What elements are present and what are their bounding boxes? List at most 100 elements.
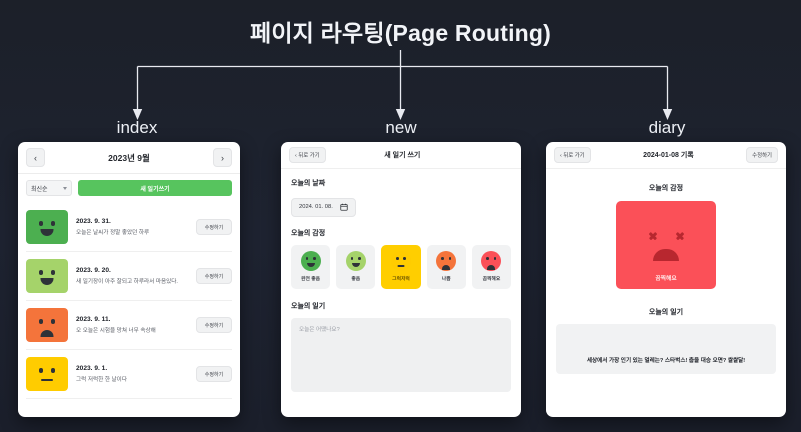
emotion-thumbnail xyxy=(26,259,68,293)
panel-label-diary: diary xyxy=(648,118,686,137)
diary-item-date: 2023. 9. 1. xyxy=(76,365,108,372)
diary-list-item[interactable]: 2023. 9. 11. 오 오늘은 시험을 망쳐 너무 속상해 수정하기 xyxy=(26,301,232,350)
flat-mouth-icon xyxy=(397,265,405,267)
eye-icon xyxy=(358,257,361,261)
eye-icon xyxy=(51,319,55,324)
eye-icon xyxy=(486,257,489,261)
new-entry-button[interactable]: 새 일기쓰기 xyxy=(78,180,232,196)
back-button[interactable]: ‹ 뒤로 가기 xyxy=(289,147,326,163)
eye-icon xyxy=(305,257,309,261)
emotion-option[interactable]: 좋음 xyxy=(336,244,376,289)
emotion-card: 끔찍해요 xyxy=(616,201,716,289)
eye-icon xyxy=(51,270,55,275)
diary-list-item[interactable]: 2023. 9. 1. 그럭 저럭한 한 날이다 수정하기 xyxy=(26,350,232,399)
diary-item-preview: 오 오늘은 시험을 망쳐 너무 속상해 xyxy=(76,328,156,334)
diary-content: 세상에서 가장 인기 있는 얼레는? 스타벅스! 춥을 대승 오면? 쌀쌀달! xyxy=(556,324,776,374)
calendar-icon xyxy=(340,203,348,211)
emotion-thumbnail xyxy=(26,357,68,391)
eye-icon xyxy=(39,221,43,226)
next-month-button[interactable]: › xyxy=(213,148,232,167)
eye-icon xyxy=(493,257,497,261)
emotion-section-label: 오늘의 감정 xyxy=(648,185,684,192)
eye-icon xyxy=(51,368,55,373)
emotion-face-icon xyxy=(436,251,457,271)
diary-section-label: 오늘의 일기 xyxy=(291,302,326,310)
emotion-face-icon xyxy=(481,251,502,271)
eye-icon xyxy=(403,257,406,261)
diary-item-text: 2023. 9. 11. 오 오늘은 시험을 망쳐 너무 속상해 xyxy=(76,316,188,334)
new-page-title: 새 일기 쓰기 xyxy=(384,152,421,159)
diary-section-label: 오늘의 일기 xyxy=(648,309,684,316)
frown-mouth-icon xyxy=(653,249,679,261)
diary-item-date: 2023. 9. 20. xyxy=(76,267,111,274)
diary-item-preview: 그럭 저럭한 한 날이다 xyxy=(76,377,127,383)
new-page-header: ‹ 뒤로 가기 새 일기 쓰기 xyxy=(281,142,521,169)
emotion-face-icon xyxy=(345,251,366,271)
edit-button[interactable]: 수정하기 xyxy=(196,317,232,333)
routing-connectors xyxy=(132,50,673,120)
eye-icon xyxy=(51,221,55,226)
x-eye-left-icon xyxy=(648,231,657,240)
panel-label-index: index xyxy=(116,118,158,137)
month-title: 2023년 9월 xyxy=(108,152,150,163)
date-input-value: 2024. 01. 08. xyxy=(299,204,333,210)
diary-item-text: 2023. 9. 20. 새 일기장이 아주 잘되고 하루라서 마음있다. xyxy=(76,267,188,285)
page-title: 페이지 라우팅(Page Routing) xyxy=(249,20,552,46)
emotion-option-label: 좋음 xyxy=(351,277,361,282)
emotion-option[interactable]: 나쁨 xyxy=(426,244,466,289)
diary-item-text: 2023. 9. 31.오늘은 날씨가 정말 좋았던 하루 xyxy=(76,218,188,236)
diary-item-date: 2023. 9. 31. xyxy=(76,218,111,225)
edit-button[interactable]: 수정하기 xyxy=(196,366,232,382)
new-page-screenshot: ‹ 뒤로 가기 새 일기 쓰기 오늘의 날짜 2024. 01. 08. 오늘의… xyxy=(281,142,521,417)
eye-icon xyxy=(313,257,316,261)
eye-icon xyxy=(448,257,452,261)
chevron-down-icon xyxy=(63,186,67,190)
diary-textarea[interactable]: 오늘은 어땠나요? xyxy=(291,317,511,392)
emotion-thumbnail xyxy=(26,210,68,244)
diary-page-body: 오늘의 감정 끔찍해요 오늘의 일기 세상에서 가장 인기 있는 얼레는? 스타… xyxy=(546,169,786,374)
diary-item-text: 2023. 9. 1. 그럭 저럭한 한 날이다 xyxy=(76,365,188,383)
frown-mouth-icon xyxy=(442,265,451,270)
smile-mouth-icon xyxy=(306,262,315,267)
smile-mouth-icon xyxy=(40,278,54,285)
prev-month-button[interactable]: ‹ xyxy=(26,148,45,167)
edit-button[interactable]: 수정하기 xyxy=(196,219,232,235)
eye-icon xyxy=(39,368,43,373)
emotion-face-icon xyxy=(300,251,321,271)
diary-item-preview: 새 일기장이 아주 잘되고 하루라서 마음있다. xyxy=(76,279,178,285)
edit-button[interactable]: 수정하기 xyxy=(196,268,232,284)
index-controls: 최신순 새 일기쓰기 xyxy=(18,174,240,203)
divider xyxy=(18,173,240,174)
date-input[interactable]: 2024. 01. 08. xyxy=(291,197,356,217)
emotion-option[interactable]: 완전 좋음 xyxy=(291,244,331,289)
emotion-option-label: 끔찍해요 xyxy=(482,277,501,282)
smile-mouth-icon xyxy=(351,262,360,267)
sort-select[interactable]: 최신순 xyxy=(26,180,72,196)
eye-icon xyxy=(396,257,399,261)
emotion-option-label: 완전 좋음 xyxy=(301,277,321,282)
diary-list-item[interactable]: 2023. 9. 31.오늘은 날씨가 정말 좋았던 하루 수정하기 xyxy=(26,203,232,252)
eye-icon xyxy=(350,257,354,261)
diary-page-title: 2024-01-08 기록 xyxy=(643,152,694,159)
flat-mouth-icon xyxy=(41,379,53,382)
sort-select-value: 최신순 xyxy=(31,186,48,193)
diary-item-date: 2023. 9. 11. xyxy=(76,316,111,323)
diary-page-header: ‹ 뒤로 가기 2024-01-08 기록 수정하기 xyxy=(546,142,786,169)
diary-list-item[interactable]: 2023. 9. 20. 새 일기장이 아주 잘되고 하루라서 마음있다. 수정하기 xyxy=(26,252,232,301)
diary-page-screenshot: ‹ 뒤로 가기 2024-01-08 기록 수정하기 오늘의 감정 끔찍해요 오… xyxy=(546,142,786,417)
frown-mouth-icon xyxy=(487,265,496,270)
frown-mouth-icon xyxy=(40,330,54,337)
emotion-option[interactable]: 끔찍해요 xyxy=(471,244,512,289)
eye-icon xyxy=(39,270,43,275)
emotion-option[interactable]: 그럭저럭 xyxy=(381,244,421,289)
smile-mouth-icon xyxy=(40,229,54,236)
panel-label-new: new xyxy=(385,118,417,137)
edit-button[interactable]: 수정하기 xyxy=(746,147,778,163)
eye-icon xyxy=(441,257,444,261)
date-section-label: 오늘의 날짜 xyxy=(291,180,326,187)
back-button[interactable]: ‹ 뒤로 가기 xyxy=(554,147,591,163)
